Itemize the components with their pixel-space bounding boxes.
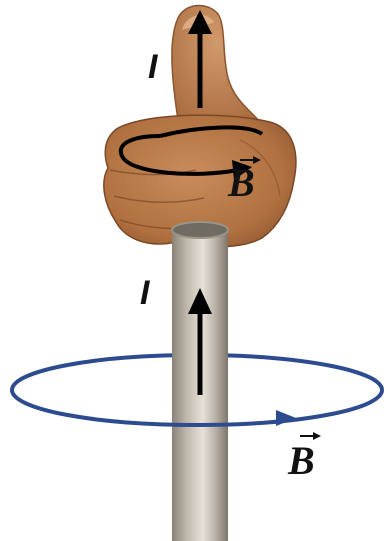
fist [103,114,297,248]
field-loop-front [10,389,384,427]
svg-text:B: B [227,160,255,205]
finger-crease [113,195,205,203]
field-label-top: B [227,156,261,205]
vector-arrow-icon [300,432,321,440]
finger-crease [109,169,197,176]
thumb [171,4,264,133]
hand-icon [103,4,297,248]
thumb-current-arrow [188,10,212,108]
current-label-wire: I [140,274,151,312]
current-label-top: I [148,48,159,86]
knuckle-line [239,139,281,197]
field-loop-arrowhead [276,410,296,426]
vector-arrow-icon [240,156,261,164]
hand-field-curl-arrow [118,125,264,180]
wire-current-arrow [188,288,212,395]
field-label-bottom: B [287,432,321,483]
svg-text:B: B [287,438,315,483]
wire-top-face [171,221,229,239]
